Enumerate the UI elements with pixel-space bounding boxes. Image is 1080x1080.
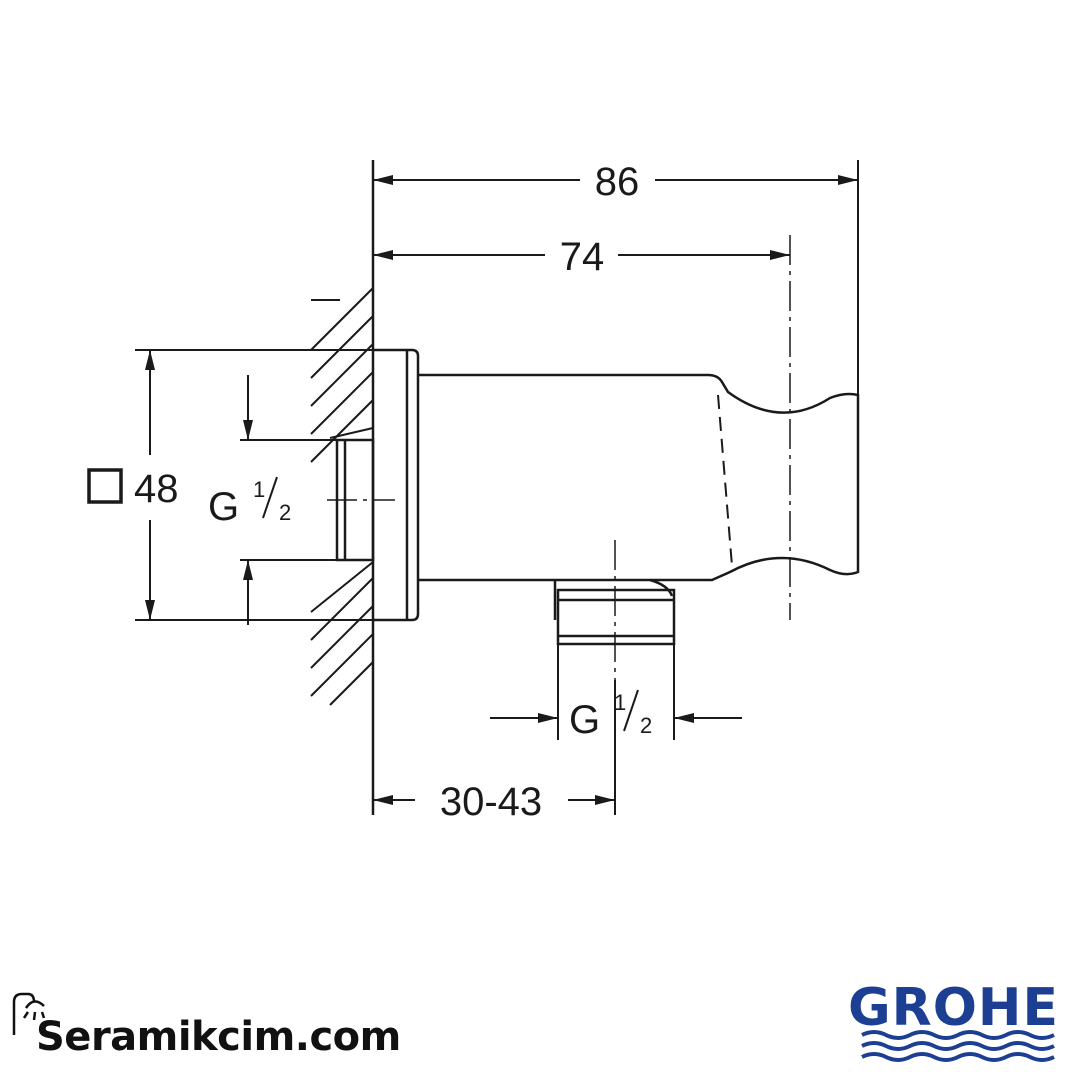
inlet-thread-denominator: 2 [279, 500, 291, 525]
grohe-logo-text: GROHE [848, 978, 1059, 1038]
inlet-thread-label: G 1 2 [208, 476, 291, 529]
site-logo-text: Seramikcim.com [36, 1014, 401, 1060]
dim-installation-depth: 30-43 [440, 780, 542, 824]
outlet-thread-numerator: 1 [614, 690, 626, 715]
center-lines [327, 235, 791, 680]
outlet-thread-label: G 1 2 [569, 689, 652, 742]
outlet-thread-denominator: 2 [640, 713, 652, 738]
outlet-thread-letter: G [569, 698, 600, 742]
dim-overall-length: 86 [595, 160, 640, 204]
square-icon [87, 468, 123, 504]
dim-square-size: 48 [134, 467, 179, 511]
wall-outlet-body [335, 348, 860, 646]
wall-hatch [310, 160, 375, 815]
inlet-thread-letter: G [208, 485, 239, 529]
waves-icon [861, 1030, 1055, 1062]
inlet-thread-numerator: 1 [253, 477, 265, 502]
dim-body-length: 74 [560, 235, 605, 279]
dimension-lines [135, 160, 859, 815]
shower-icon [12, 992, 46, 1035]
